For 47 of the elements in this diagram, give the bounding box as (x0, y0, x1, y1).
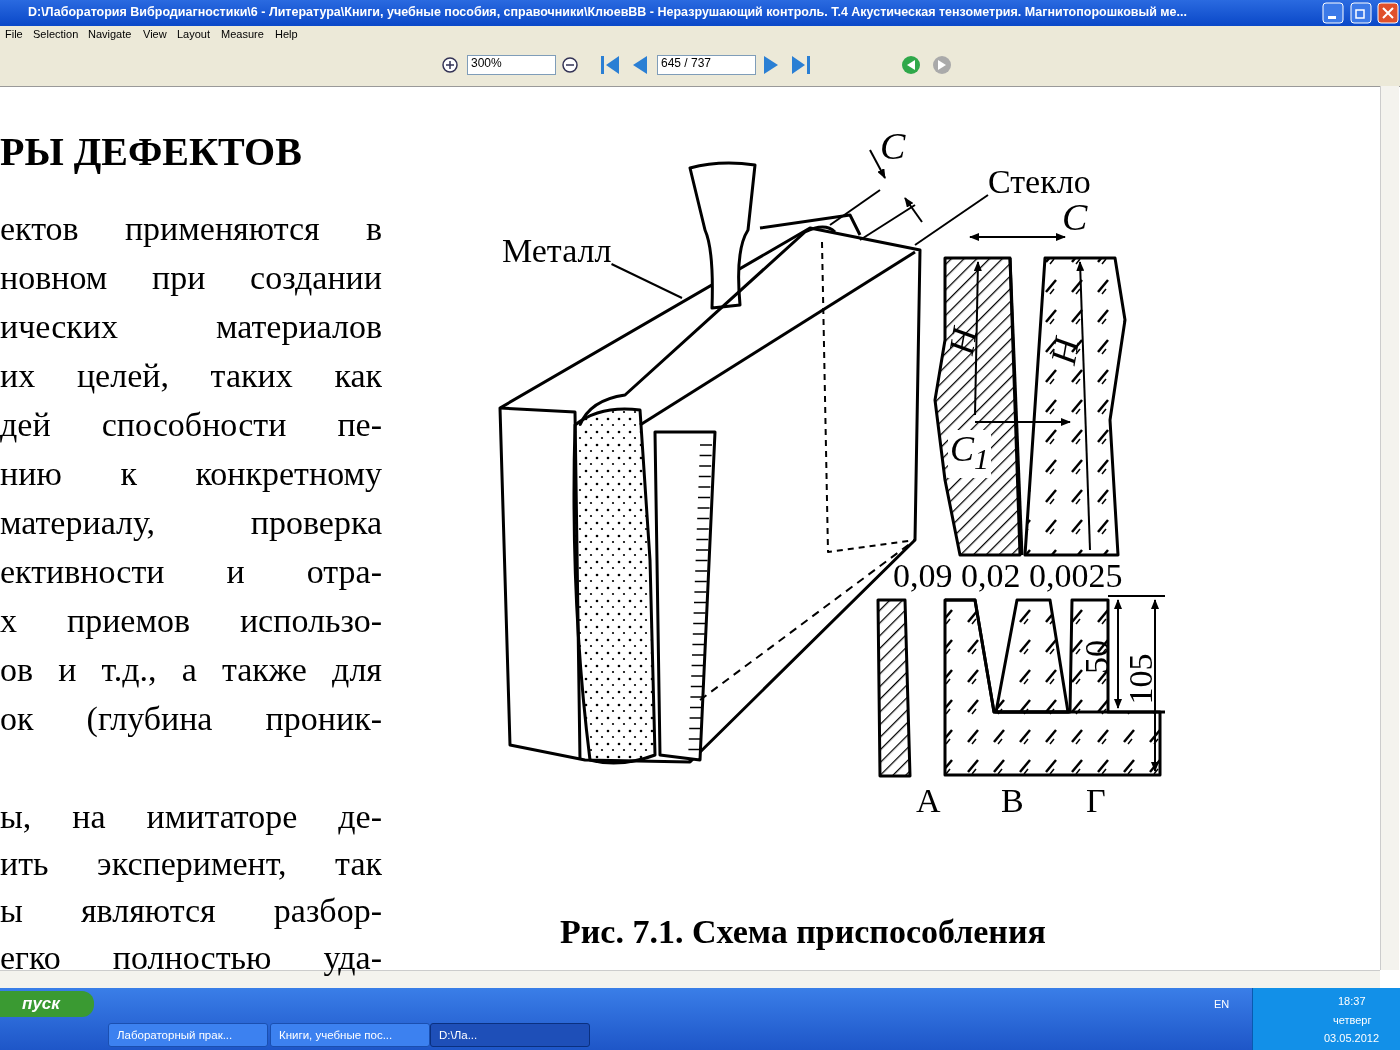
leader-line (914, 194, 989, 246)
language-indicator: EN (1214, 998, 1230, 1010)
specimen-label: Г (1086, 782, 1106, 820)
taskbar-button: Лабораторный прак... (108, 1023, 268, 1047)
dimension-label: 105 (1121, 653, 1160, 705)
menu-item: Selection (33, 28, 79, 40)
text-line: х приемов использо- (0, 602, 382, 640)
menu-item: Navigate (88, 28, 132, 40)
text-line: новном при создании (0, 259, 382, 297)
text-line: материалу, проверка (0, 504, 382, 542)
menu-item: File (5, 28, 23, 40)
text-line: ов и т.д., а также для (0, 651, 382, 689)
menu-item: Measure (221, 28, 264, 40)
taskbar-button: D:\Ла... (430, 1023, 590, 1047)
text-line: их целей, таких как (0, 357, 382, 395)
dimension-label: C$_{1}$ (948, 430, 991, 479)
zoom-field: 300% (467, 55, 556, 75)
text-line: дей способности пе- (0, 406, 382, 444)
page-field: 645 / 737 (657, 55, 756, 75)
text-line: ок (глубина проник- (0, 700, 382, 738)
text-line: ических материалов (0, 308, 382, 346)
clock-time: 18:37 (1338, 995, 1366, 1007)
text-line: ективности и отра- (0, 553, 382, 591)
menu-item: Layout (177, 28, 211, 40)
section-heading: РЫ ДЕФЕКТОВ (0, 128, 302, 175)
dimension-label: H (1042, 334, 1088, 368)
dimension-label: H (940, 324, 986, 358)
text-line: ы являются разбор- (0, 892, 382, 930)
window-title: D:\Лаборатория Вибродиагностики\6 - Литература\Книги, учебные пособия, справочники\КлюевВВ - Неразрушающий контроль. Т.4 Акустическая тензометрия. Магнитопорошковый ме... (28, 5, 1187, 19)
specimen-label: А (916, 782, 941, 820)
text-line: нию к конкретному (0, 455, 382, 493)
start-button: пуск (0, 991, 94, 1017)
specimen-label: В (1001, 782, 1024, 820)
figure-caption: Рис. 7.1. Схема приспособления (560, 913, 1046, 951)
text-line: егко полностью уда- (0, 939, 382, 977)
leader-line (610, 263, 683, 299)
menu-item: Help (275, 28, 298, 40)
material-label: Металл (502, 232, 612, 270)
text-line: ектов применяются в (0, 210, 382, 248)
dimension-label: 0,09 0,02 0,0025 (893, 557, 1123, 595)
text-line: ы, на имитаторе де- (0, 798, 382, 836)
menu-item: View (143, 28, 167, 40)
clock-day: четверг (1333, 1014, 1372, 1026)
taskbar-button: Книги, учебные пос... (270, 1023, 430, 1047)
clock-date: 03.05.2012 (1324, 1032, 1380, 1044)
text-line: ить эксперимент, так (0, 845, 382, 883)
dimension-label: C (880, 124, 906, 168)
